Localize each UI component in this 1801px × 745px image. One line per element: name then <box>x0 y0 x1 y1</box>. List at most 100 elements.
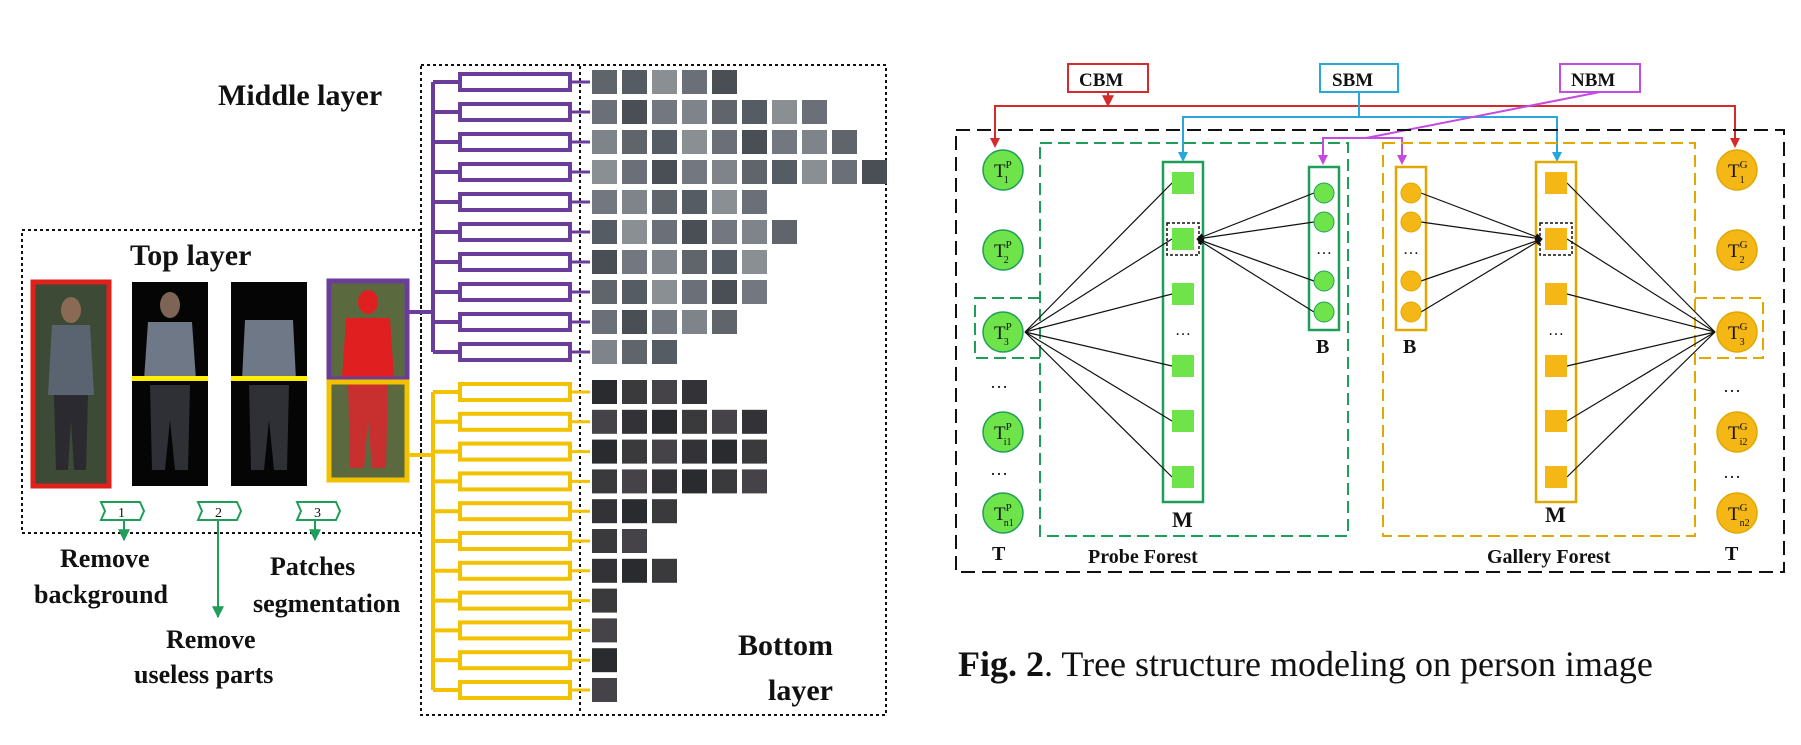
image-patch <box>832 160 857 184</box>
image-patch <box>652 100 677 124</box>
image-patch <box>592 220 617 244</box>
caption-rest: . Tree structure modeling on person imag… <box>1044 644 1653 684</box>
gallery-tree-node-2-circle <box>1716 229 1758 271</box>
yellow-tree-node <box>458 411 572 432</box>
probe-selected-node <box>1166 222 1200 256</box>
image-patch <box>712 250 737 274</box>
image-patch <box>742 409 767 434</box>
step-2-number: 2 <box>215 506 222 521</box>
purple-tree-node <box>458 132 572 152</box>
image-patch <box>652 439 677 464</box>
gallery-m-node <box>1545 466 1567 488</box>
image-patch <box>742 280 767 304</box>
image-patch <box>682 280 707 304</box>
image-patch <box>622 160 647 184</box>
image-patch <box>592 70 617 94</box>
top-layer-label: Top layer <box>130 239 251 272</box>
bottom-layer-label-2: layer <box>768 674 833 707</box>
probe-tree-node-4-circle <box>982 411 1024 453</box>
image-patch <box>592 618 617 643</box>
probe-m-label: M <box>1172 507 1193 532</box>
probe-m-node <box>1172 228 1194 250</box>
step-2-line1: Remove <box>166 625 256 654</box>
gallery-m-node <box>1545 283 1567 305</box>
probe-b-edge <box>1196 192 1315 240</box>
probe-ellipsis-2: … <box>990 459 1008 479</box>
probe-edge <box>1024 238 1173 333</box>
image-patch <box>652 130 677 154</box>
probe-edge <box>1024 293 1173 333</box>
probe-m-node <box>1172 355 1194 377</box>
probe-b-edge <box>1196 237 1315 282</box>
left-panel: Middle layer Top layer Bottom layer <box>21 64 887 716</box>
gallery-tree-node-4-circle <box>1716 411 1758 453</box>
person-image-original <box>30 279 112 489</box>
bottom-layer-patches <box>592 70 887 702</box>
image-patch <box>682 70 707 94</box>
image-patch <box>712 160 737 184</box>
image-patch <box>682 100 707 124</box>
gallery-b-edge <box>1420 237 1543 282</box>
gallery-ellipsis-1: … <box>1723 376 1741 396</box>
image-patch <box>682 220 707 244</box>
column-ellipsis: … <box>1403 241 1419 258</box>
image-patch <box>622 280 647 304</box>
image-patch <box>712 280 737 304</box>
image-patch <box>592 340 617 364</box>
image-patch <box>652 469 677 494</box>
probe-edge <box>1024 182 1173 333</box>
sbm-label: SBM <box>1332 70 1373 91</box>
caption-bold: Fig. 2 <box>958 644 1044 684</box>
probe-t-label: T <box>992 543 1006 565</box>
image-patch <box>622 130 647 154</box>
probe-m-node <box>1172 283 1194 305</box>
image-patch <box>592 439 617 464</box>
image-patch <box>652 310 677 334</box>
image-patch <box>802 130 827 154</box>
step-1-line1: Remove <box>60 544 150 573</box>
step-3-line1: Patches <box>270 552 355 581</box>
image-patch <box>592 310 617 334</box>
image-patch <box>742 130 767 154</box>
gallery-b-node <box>1400 301 1422 323</box>
cbm-connector <box>994 105 1736 146</box>
image-patch <box>772 160 797 184</box>
gallery-b-node <box>1400 270 1422 292</box>
purple-tree-node <box>458 312 572 332</box>
probe-edge <box>1024 331 1173 422</box>
image-patch <box>652 409 677 434</box>
image-patch <box>772 130 797 154</box>
probe-m-column <box>1161 160 1205 504</box>
yellow-tree-node <box>458 382 572 402</box>
yellow-tree-node <box>458 650 572 671</box>
probe-m-node <box>1172 410 1194 432</box>
purple-tree-node <box>458 252 572 272</box>
image-patch <box>592 280 617 304</box>
figure-caption: Fig. 2. Tree structure modeling on perso… <box>958 644 1653 684</box>
gallery-tree-node-1-circle <box>1716 149 1758 191</box>
image-patch <box>712 409 737 434</box>
image-patch <box>742 439 767 464</box>
middle-layer-lower-tree <box>431 382 590 700</box>
image-patch <box>622 469 647 494</box>
purple-tree-node <box>458 102 572 122</box>
bottom-layer-label-1: Bottom <box>738 629 833 662</box>
image-patch <box>592 678 617 702</box>
gallery-edge <box>1566 182 1716 333</box>
probe-m-node <box>1172 466 1194 488</box>
image-patch <box>742 100 767 124</box>
gallery-b-edge <box>1420 238 1543 313</box>
sbm-box <box>1319 63 1399 93</box>
purple-tree-node <box>458 222 572 242</box>
person-image-useless-removed <box>231 282 307 486</box>
gallery-edge <box>1566 331 1716 367</box>
probe-ellipsis-1: … <box>990 372 1008 392</box>
